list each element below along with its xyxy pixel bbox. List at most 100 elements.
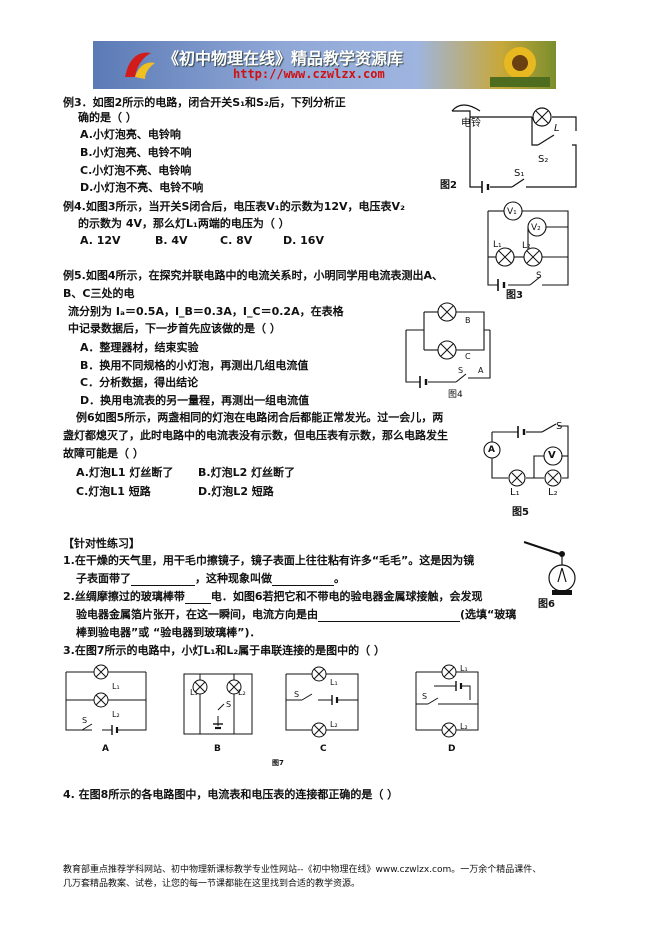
ex5-stem-line3: 流分别为 Iₐ＝0.5A，I_B＝0.3A，I_C＝0.2A，在表格 — [68, 305, 344, 318]
fig7b-s: S — [226, 700, 232, 709]
fig4-point-a: A — [478, 366, 484, 375]
ex6-stem-line2: 盏灯都熄灭了，此时电路中的电流表没有示数，但电压表有示数，那么电路发生 — [63, 429, 448, 442]
fig7-item-a: A — [102, 744, 109, 754]
fig5-voltmeter-label: V — [548, 450, 556, 461]
fig7d-l2: L₂ — [460, 722, 468, 731]
ex4-option-c: C. 8V — [220, 234, 253, 247]
practice-heading: 【针对性练习】 — [63, 537, 140, 550]
ex4-stem-line1: 例4.如图3所示，当开关S闭合后，电压表V₁的示数为12V，电压表V₂ — [63, 200, 405, 213]
fig7a-l1: L₁ — [112, 682, 120, 691]
footer-line1: 教育部重点推荐学科网站、初中物理新课标教学专业性网站--《初中物理在线》www.… — [63, 865, 542, 875]
fig7-item-c: C — [320, 744, 327, 754]
figure-4-circuit — [405, 302, 491, 388]
fig3-v2-label: V₂ — [531, 223, 541, 233]
fig2-lamp-label: L — [554, 123, 560, 134]
fig3-v1-label: V₁ — [507, 207, 517, 217]
ex4-stem-line2: 的示数为 4V，那么灯L₁两端的电压为（ ） — [78, 217, 290, 230]
fig5-ammeter-label: A — [488, 445, 495, 455]
ex5-stem-line1: 例5.如图4所示，在探究并联电路中的电流关系时，小明同学用电流表测出A、 — [63, 269, 443, 282]
ex6-option-b: B.灯泡L2 灯丝断了 — [198, 466, 296, 479]
ex5-option-d: D．换用电流表的另一量程，再测出一组电流值 — [80, 394, 310, 407]
q1-blank-1[interactable] — [131, 573, 195, 586]
fig3-l1-label: L₁ — [493, 240, 502, 250]
q1-line1: 1.在干燥的天气里，用干毛巾擦镜子，镜子表面上往往粘有许多“毛毛”。这是因为镜 — [63, 554, 475, 567]
ex5-option-a: A．整理器材，结束实验 — [80, 341, 199, 354]
header-banner: 《初中物理在线》精品教学资源库 http://www.czwlzx.com — [93, 41, 556, 89]
ex4-option-a: A. 12V — [80, 234, 121, 247]
logo-icon — [125, 52, 155, 79]
fig7d-l1: L₁ — [460, 664, 468, 673]
fig5-l1-label: L₁ — [510, 487, 520, 498]
ex3-option-b: B.小灯泡亮、电铃不响 — [80, 146, 192, 159]
fig7d-s: S — [422, 692, 428, 701]
fig4-caption: 图4 — [448, 390, 463, 400]
figure-7: L₁ L₂ S L₁ L₂ S L₁ L₂ S L₁ L₂ S A B C D … — [62, 660, 482, 770]
ex5-option-c: C．分析数据，得出结论 — [80, 376, 199, 389]
footer-line2: 几万套精品教案、试卷，让您的每一节课都能在这里找到合适的教学资源。 — [63, 879, 361, 889]
fig7-item-b: B — [214, 744, 221, 754]
fig2-caption: 图2 — [440, 180, 457, 191]
fig7c-l2: L₂ — [330, 720, 338, 729]
q2-text-c: 验电器金属箔片张开，在这一瞬间，电流方向是由 — [76, 608, 318, 621]
ex6-option-a: A.灯泡L1 灯丝断了 — [76, 466, 174, 479]
fig7-caption: 图7 — [272, 759, 284, 767]
fig5-l2-label: L₂ — [548, 487, 558, 498]
figure-4: B C A S 图4 — [398, 302, 494, 402]
fig7c-s: S — [294, 690, 300, 699]
figure-7-circuits — [65, 664, 479, 738]
q2-line1: 2.丝绸摩擦过的玻璃棒带 电．如图6若把它和不带电的验电器金属球接触，会发现 — [63, 589, 483, 604]
q2-blank-2[interactable] — [318, 609, 460, 622]
q1-text-a: 子表面带了 — [76, 572, 131, 585]
ex3-stem-line2: 确的是（ ） — [78, 111, 137, 124]
figure-2: 电铃 L S₂ S₁ 图2 — [440, 95, 582, 195]
q2-text-d: (选填“玻璃 — [460, 608, 517, 621]
figure-5: A V S L₁ L₂ 图5 — [482, 421, 574, 522]
footer: 教育部重点推荐学科网站、初中物理新课标教学专业性网站--《初中物理在线》www.… — [63, 863, 541, 891]
electroscope-icon — [523, 541, 576, 595]
fig7b-l2: L₂ — [238, 688, 246, 697]
voltmeter-icon — [543, 446, 563, 466]
ex5-option-b: B．换用不同规格的小灯泡，再测出几组电流值 — [80, 359, 309, 372]
q2-text-a: 2.丝绸摩擦过的玻璃棒带 — [63, 590, 185, 603]
figure-3: V₁ V₂ L₁ L₂ S 图3 — [478, 201, 572, 303]
fig5-s-label: S — [556, 421, 563, 432]
fig6-caption: 图6 — [538, 599, 555, 610]
q2-line2: 验电器金属箔片张开，在这一瞬间，电流方向是由 (选填“玻璃 — [76, 607, 516, 622]
fig2-bell-label: 电铃 — [461, 118, 481, 129]
ex6-option-c: C.灯泡L1 短路 — [76, 485, 151, 498]
q1-text-b: ，这种现象叫做 — [195, 572, 272, 585]
ex3-option-a: A.小灯泡亮、电铃响 — [80, 128, 181, 141]
ex4-option-d: D. 16V — [283, 234, 324, 247]
ex5-stem-line2: B、C三处的电 — [63, 287, 135, 300]
ex5-stem-line4: 中记录数据后，下一步首先应该做的是（ ） — [68, 322, 281, 335]
fig3-caption: 图3 — [506, 290, 523, 301]
q2-text-b: 电．如图6若把它和不带电的验电器金属球接触，会发现 — [210, 590, 483, 603]
fig7a-s: S — [82, 716, 88, 725]
figure-5-circuit — [483, 423, 569, 487]
fig7c-l1: L₁ — [330, 678, 338, 687]
ex6-stem-line3: 故障可能是（ ） — [63, 447, 144, 460]
fig2-s1-label: S₁ — [514, 168, 525, 179]
figure-2-circuit — [451, 104, 577, 193]
q1-text-c: 。 — [334, 572, 345, 585]
fig3-s-label: S — [536, 271, 542, 281]
fig4-point-c: C — [465, 352, 471, 361]
fig5-caption: 图5 — [512, 507, 529, 518]
q1-line2: 子表面带了 ，这种现象叫做 。 — [76, 571, 345, 586]
ex6-option-d: D.灯泡L2 短路 — [198, 485, 274, 498]
ex3-stem-line1: 例3．如图2所示的电路，闭合开关S₁和S₂后，下列分析正 — [63, 96, 346, 109]
q2-blank-1[interactable] — [184, 591, 211, 604]
figure-3-circuit — [487, 201, 569, 291]
banner-title: 《初中物理在线》精品教学资源库 — [163, 49, 404, 68]
q2-line3: 棒到验电器”或 “验电器到玻璃棒”)． — [76, 626, 261, 639]
q4-stem: 4. 在图8所示的各电路图中，电流表和电压表的连接都正确的是（ ） — [63, 788, 399, 801]
ex3-option-d: D.小灯泡不亮、电铃不响 — [80, 181, 204, 194]
q1-blank-2[interactable] — [272, 573, 334, 586]
fig7-item-d: D — [448, 744, 456, 754]
fig7a-l2: L₂ — [112, 710, 120, 719]
ex3-option-c: C.小灯泡不亮、电铃响 — [80, 164, 192, 177]
fig3-l2-label: L₂ — [522, 241, 531, 251]
fig7b-l1: L₁ — [190, 688, 198, 697]
ammeter-icon — [483, 441, 501, 459]
banner-url[interactable]: http://www.czwlzx.com — [233, 67, 385, 81]
